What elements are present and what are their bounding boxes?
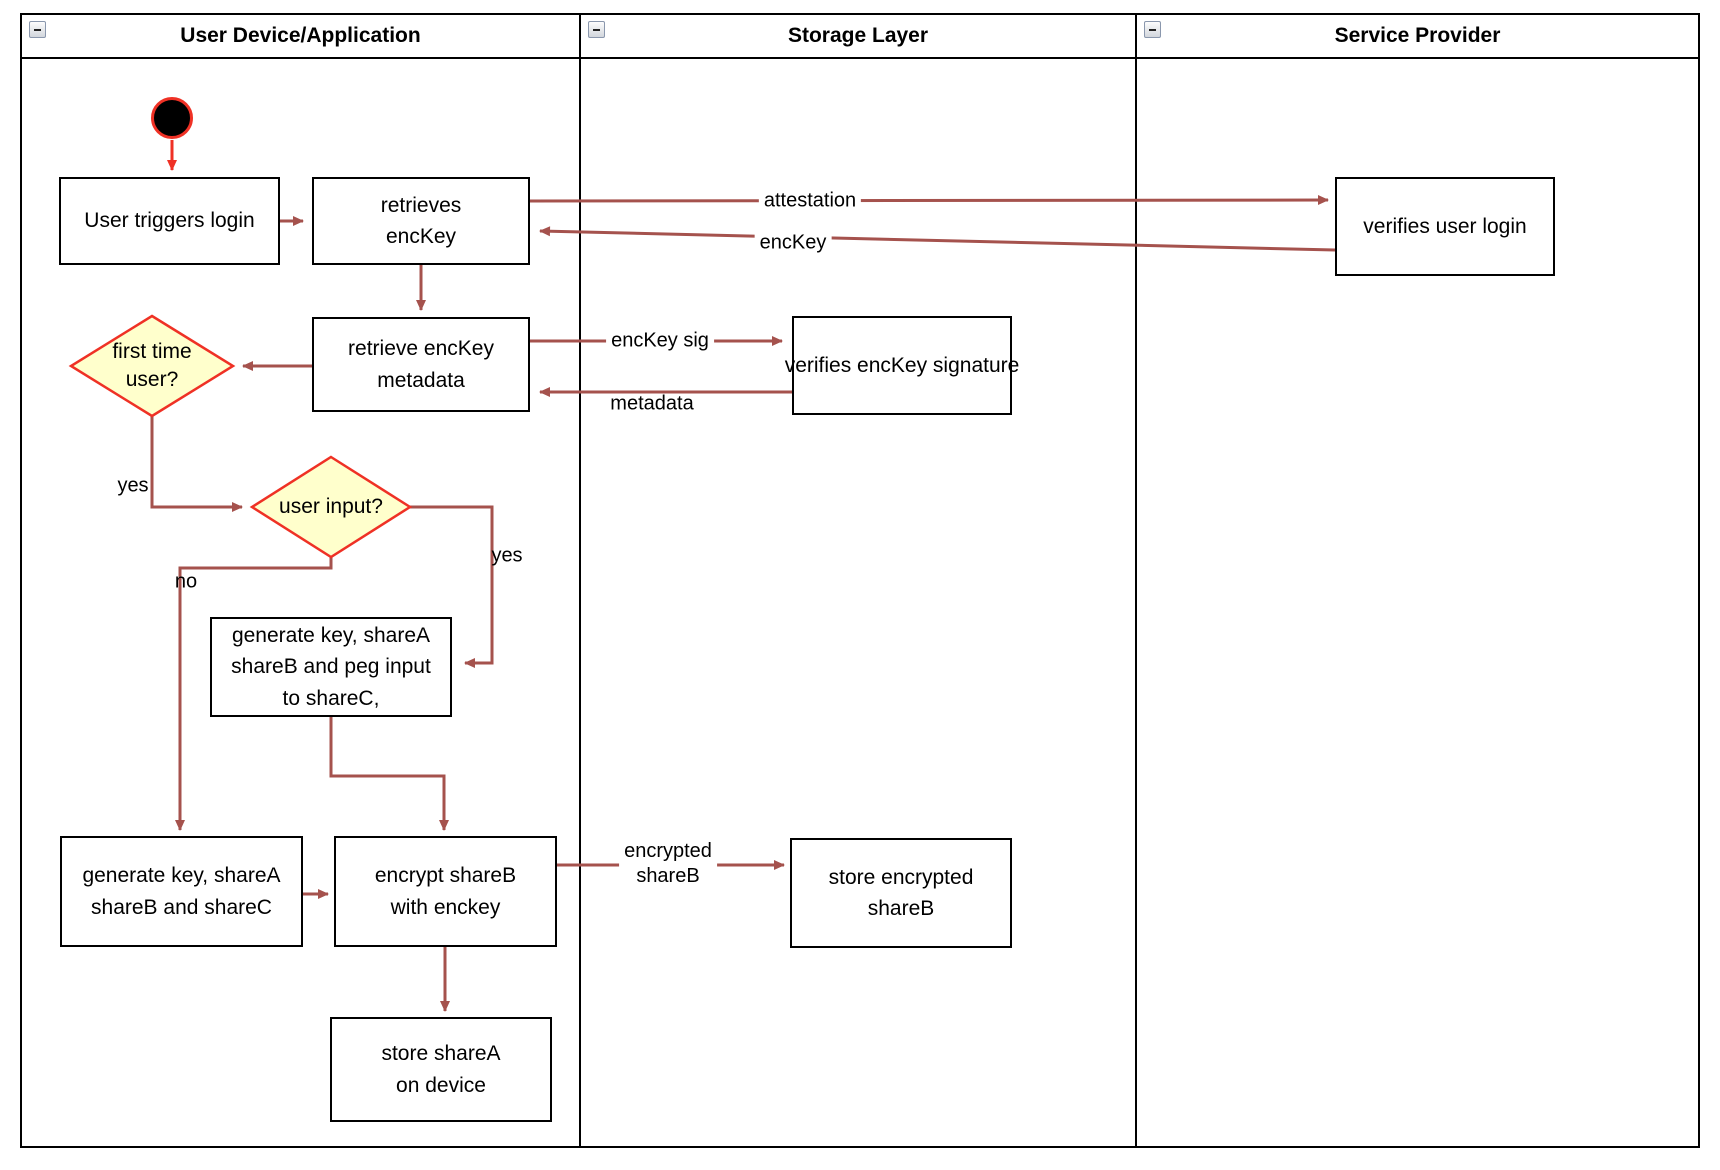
decision-user-input[interactable]: user input?	[252, 457, 410, 557]
start-node[interactable]	[151, 97, 193, 139]
node-encrypt-shareb[interactable]: encrypt shareB with enckey	[334, 836, 557, 947]
node-generate-key-peg-sharec[interactable]: generate key, shareA shareB and peg inpu…	[210, 617, 452, 717]
edge-label-enckey[interactable]: encKey	[754, 230, 832, 256]
node-user-triggers-login[interactable]: User triggers login	[59, 177, 280, 265]
lane-title: Service Provider	[1334, 24, 1501, 47]
collapse-icon[interactable]	[29, 21, 46, 38]
node-verifies-enckey-signature[interactable]: verifies encKey signature	[785, 316, 1019, 415]
node-label: verifies encKey signature	[784, 353, 1020, 377]
lane-title: User Device/Application	[180, 24, 421, 47]
edge-label-no-user-input[interactable]: no	[174, 570, 198, 593]
node-label: User triggers login	[84, 209, 255, 233]
lane-header-service-provider[interactable]: Service Provider	[1137, 15, 1698, 59]
node-retrieve-enckey-metadata[interactable]: retrieve encKey metadata	[312, 317, 530, 412]
node-label: generate key, shareA shareB and shareC	[82, 864, 281, 919]
collapse-icon[interactable]	[1144, 21, 1161, 38]
minus-glyph	[34, 28, 41, 31]
node-store-sharea-on-device[interactable]: store shareA on device	[330, 1017, 552, 1122]
minus-glyph	[1149, 28, 1156, 31]
node-label: store encrypted shareB	[828, 865, 974, 921]
lane-user-device-application: User Device/Application	[22, 15, 581, 1146]
edge-label-metadata[interactable]: metadata	[610, 392, 694, 415]
node-label: retrieves encKey	[380, 193, 462, 249]
collapse-icon[interactable]	[588, 21, 605, 38]
lane-storage-layer: Storage Layer	[581, 15, 1137, 1146]
node-verifies-user-login[interactable]: verifies user login	[1335, 177, 1555, 276]
edge-label-encrypted-shareb[interactable]: encrypted shareB	[619, 839, 717, 889]
edge-label-yes-user-input[interactable]: yes	[491, 544, 523, 567]
minus-glyph	[593, 28, 600, 31]
node-label: encrypt shareB with enckey	[374, 864, 517, 919]
node-generate-key-shares[interactable]: generate key, shareA shareB and shareC	[60, 836, 303, 947]
node-label: store shareA on device	[381, 1042, 501, 1097]
node-label: retrieve encKey metadata	[348, 337, 494, 392]
decision-label: first time user?	[112, 339, 192, 391]
lane-header-storage-layer[interactable]: Storage Layer	[581, 15, 1135, 59]
node-label: generate key, shareA shareB and peg inpu…	[231, 623, 431, 710]
node-label: verifies user login	[1363, 214, 1527, 238]
lane-title: Storage Layer	[787, 24, 929, 47]
edge-label-yes-first-time[interactable]: yes	[117, 474, 149, 497]
lane-service-provider: Service Provider	[1137, 15, 1698, 1146]
decision-label: user input?	[279, 494, 383, 518]
edge-label-enckey-sig[interactable]: encKey sig	[606, 328, 714, 354]
edge-label-attestation[interactable]: attestation	[758, 188, 862, 214]
lane-header-user-device-application[interactable]: User Device/Application	[22, 15, 579, 59]
node-retrieves-enckey[interactable]: retrieves encKey	[312, 177, 530, 265]
decision-first-time-user[interactable]: first time user?	[71, 316, 233, 416]
node-store-encrypted-shareb[interactable]: store encrypted shareB	[790, 838, 1012, 948]
